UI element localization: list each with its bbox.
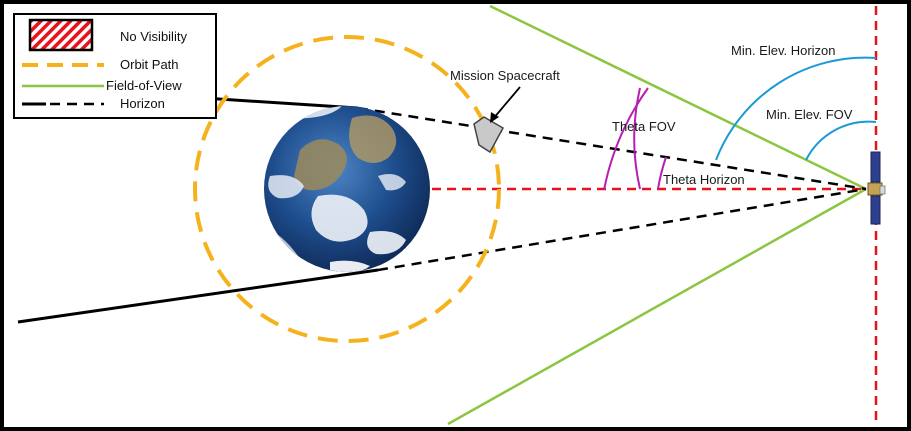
satellite-icon	[867, 151, 886, 225]
mission-spacecraft-pointer	[492, 86, 521, 120]
earth-icon	[264, 106, 430, 272]
legend-no-visibility: No Visibility	[120, 29, 187, 44]
horizon-line-bottom-dashed	[377, 187, 867, 272]
pointer-arrowhead	[490, 112, 499, 123]
theta-horizon-arc	[657, 156, 667, 190]
label-mission-spacecraft: Mission Spacecraft	[450, 68, 560, 83]
label-min-elev-horizon: Min. Elev. Horizon	[731, 43, 836, 58]
no-visibility-swatch	[28, 18, 94, 52]
label-theta-horizon: Theta Horizon	[663, 172, 745, 187]
label-theta-fov: Theta FOV	[612, 119, 676, 134]
label-min-elev-fov: Min. Elev. FOV	[766, 107, 853, 122]
horizon-line-top-dashed	[357, 106, 867, 191]
min-elev-horizon-arc	[715, 56, 877, 161]
legend-horizon: Horizon	[120, 96, 165, 111]
min-elev-fov-arc	[805, 120, 877, 161]
legend-orbit-path: Orbit Path	[120, 57, 179, 72]
fov-line-bottom	[447, 187, 867, 426]
fov-line-top	[489, 4, 867, 191]
theta-fov-arc	[633, 87, 641, 190]
orbit-path	[193, 35, 501, 343]
legend-field-of-view: Field-of-View	[106, 78, 182, 93]
horizon-line-bottom-solid	[17, 268, 379, 324]
legend: No Visibility Orbit Path Field-of-View H…	[13, 13, 217, 119]
mission-spacecraft-icon	[473, 116, 505, 154]
theta-fov-arc-mark	[603, 87, 649, 191]
